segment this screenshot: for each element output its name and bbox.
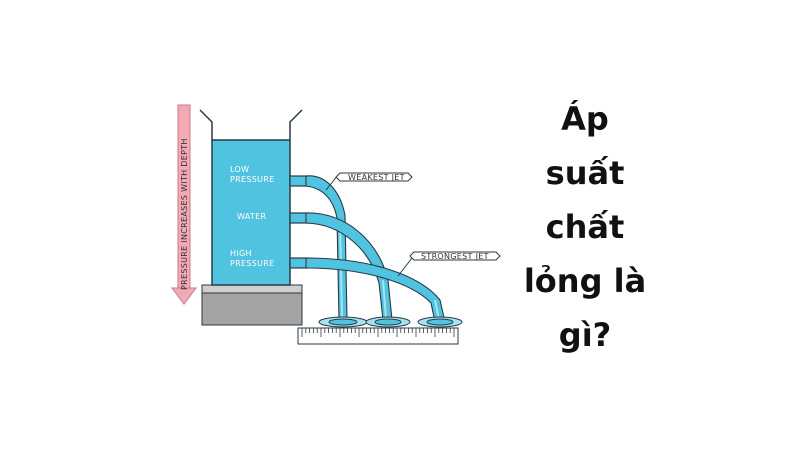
high-pressure-label-line2: PRESSURE — [230, 259, 274, 268]
water-jets — [305, 175, 446, 323]
heading-line: lỏng là — [523, 262, 647, 300]
heading-line: gì? — [558, 316, 612, 354]
water-label: WATER — [237, 212, 266, 221]
pressure-arrow-label: PRESSURE INCREASES WITH DEPTH — [180, 138, 189, 290]
tank-labels: LOW PRESSURE WATER HIGH PRESSURE — [230, 165, 274, 268]
tank-funnel — [199, 109, 303, 140]
page-heading: Áp suất chất lỏng là gì? — [505, 92, 665, 362]
heading-line: Áp — [561, 100, 609, 138]
strongest-jet-label: STRONGEST JET — [421, 252, 489, 261]
strongest-jet — [305, 257, 446, 323]
tank-base — [201, 284, 303, 326]
high-pressure-label-line1: HIGH — [230, 249, 252, 258]
splash-puddles — [318, 316, 463, 328]
ruler — [297, 327, 459, 345]
low-pressure-label-line2: PRESSURE — [230, 175, 274, 184]
weakest-jet-label: WEAKEST JET — [348, 173, 405, 182]
strongest-jet-callout: STRONGEST JET — [397, 251, 501, 277]
side-pipes — [289, 175, 309, 269]
heading-line: chất — [545, 208, 625, 246]
pressure-depth-arrow: PRESSURE INCREASES WITH DEPTH — [171, 104, 197, 305]
weakest-jet-callout: WEAKEST JET — [325, 172, 413, 191]
low-pressure-label-line1: LOW — [230, 165, 249, 174]
heading-line: suất — [545, 154, 625, 192]
